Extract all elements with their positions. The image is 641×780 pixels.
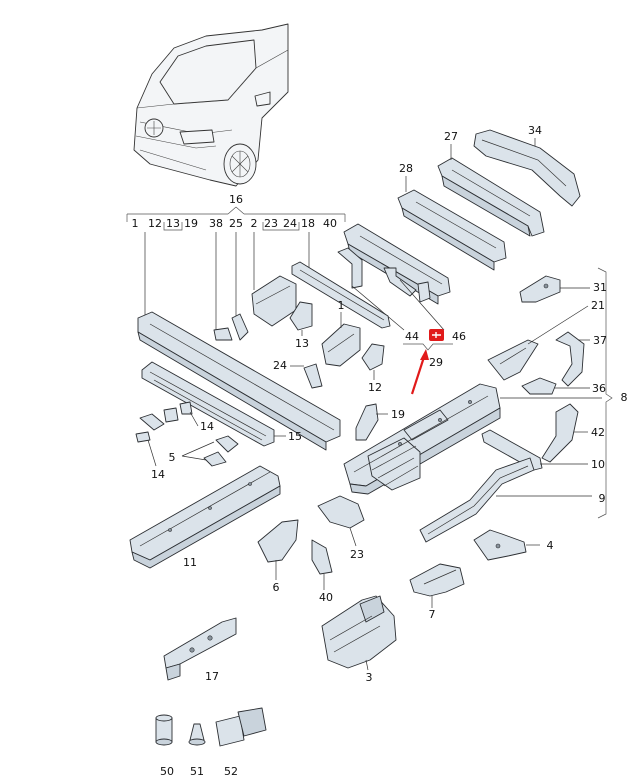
part-3-front-rail[interactable]: 3 [321,595,397,684]
part-18-rail[interactable] [291,261,391,329]
callout-19[interactable]: 19 [391,408,405,421]
callout-24[interactable]: 24 [273,359,287,372]
part-15-rail[interactable]: 15 [141,361,302,447]
part-6-mount[interactable]: 6 [257,519,299,594]
part-31-bracket[interactable]: 31 [519,275,607,303]
callout-42[interactable]: 42 [591,426,605,439]
callout-11[interactable]: 11 [183,556,197,569]
callout-40[interactable]: 40 [319,591,333,604]
callout-13[interactable]: 13 [295,337,309,350]
callout-16-sub-18[interactable]: 18 [301,217,315,230]
callout-51[interactable]: 51 [190,765,204,778]
part-13-bracket[interactable]: 13 [289,301,313,350]
part-17-crossbar[interactable]: 17 [163,617,237,683]
callout-6[interactable]: 6 [273,581,280,594]
red-arrow-icon [410,356,426,395]
callout-14-lower[interactable]: 14 [151,468,165,481]
callout-10[interactable]: 10 [591,458,605,471]
callout-23[interactable]: 23 [350,548,364,561]
callout-3[interactable]: 3 [366,671,373,684]
part-38-bracket[interactable] [213,327,233,341]
part-main-frame[interactable] [343,383,602,495]
part-2-bracket[interactable] [251,275,297,327]
callout-16-sub-12[interactable]: 12 [148,217,162,230]
callout-36[interactable]: 36 [592,382,606,395]
part-23-bracket[interactable]: 23 [317,495,365,561]
callout-9[interactable]: 9 [599,492,606,505]
part-37-arm[interactable]: 37 [555,331,607,387]
callout-52[interactable]: 52 [224,765,238,778]
part-7-bracket[interactable]: 7 [409,563,465,621]
callout-16-sub-1[interactable]: 1 [132,217,139,230]
callout-16-sub-25[interactable]: 25 [229,217,243,230]
callout-7[interactable]: 7 [429,608,436,621]
callout-16-sub-13[interactable]: 13 [166,217,180,230]
callout-1[interactable]: 1 [338,299,345,312]
group-29: 44 46 29 [337,247,466,395]
callout-16-sub-19[interactable]: 19 [184,217,198,230]
part-9-side-member[interactable]: 9 [419,457,606,543]
part-27-cross-panel[interactable]: 27 [437,130,545,237]
callout-28[interactable]: 28 [399,162,413,175]
callout-14-upper[interactable]: 14 [200,420,214,433]
callout-17[interactable]: 17 [205,670,219,683]
part-50-buffer[interactable]: 50 [155,714,174,778]
callout-37[interactable]: 37 [593,334,607,347]
part-4-plate[interactable]: 4 [473,529,554,561]
part-21-support[interactable]: 21 [487,299,605,381]
callout-16[interactable]: 16 [229,193,243,206]
van-outline-icon [133,23,289,187]
callout-31[interactable]: 31 [593,281,607,294]
callout-5[interactable]: 5 [169,451,176,464]
part-14-clips[interactable]: 14 14 [135,401,214,481]
part-36-clip[interactable]: 36 [521,377,606,395]
part-12-bracket[interactable]: 12 [361,343,385,394]
part-10-bar[interactable]: 10 [481,429,605,471]
callout-16-sub-40[interactable]: 40 [323,217,337,230]
part-40-plate[interactable]: 40 [311,539,333,604]
callout-50[interactable]: 50 [160,765,174,778]
part-52-pads[interactable]: 52 [215,707,267,778]
part-11-sill[interactable]: 11 [129,465,281,569]
part-34-roof-rail[interactable]: 34 [473,124,581,207]
callout-16-sub-24[interactable]: 24 [283,217,297,230]
callout-29[interactable]: 29 [429,356,443,369]
callout-44[interactable]: 44 [405,330,419,343]
part-51-bump-stop[interactable]: 51 [188,723,206,778]
callout-16-sub-2[interactable]: 2 [251,217,258,230]
part-25-clip[interactable] [231,313,249,341]
part-19-gusset[interactable]: 19 [355,403,405,441]
part-42-strut[interactable]: 42 [541,403,605,463]
callout-15[interactable]: 15 [288,430,302,443]
group-16-bracket: 16 1 12 13 19 38 25 2 23 24 18 40 [126,193,346,330]
callout-34[interactable]: 34 [528,124,542,137]
callout-16-sub-38[interactable]: 38 [209,217,223,230]
callout-4[interactable]: 4 [547,539,554,552]
callout-12[interactable]: 12 [368,381,382,394]
callout-16-sub-23[interactable]: 23 [264,217,278,230]
part-24-bracket[interactable]: 24 [273,359,323,389]
part-28-floor-panel[interactable]: 28 [397,162,507,271]
group-8-bracket: 8 [597,267,628,519]
part-long-rail[interactable] [137,311,341,451]
callout-8[interactable]: 8 [621,391,628,404]
part-1-bracket[interactable]: 1 [321,299,361,367]
callout-27[interactable]: 27 [444,130,458,143]
part-5-brackets[interactable]: 5 [139,413,239,467]
callout-21[interactable]: 21 [591,299,605,312]
callout-46[interactable]: 46 [452,330,466,343]
